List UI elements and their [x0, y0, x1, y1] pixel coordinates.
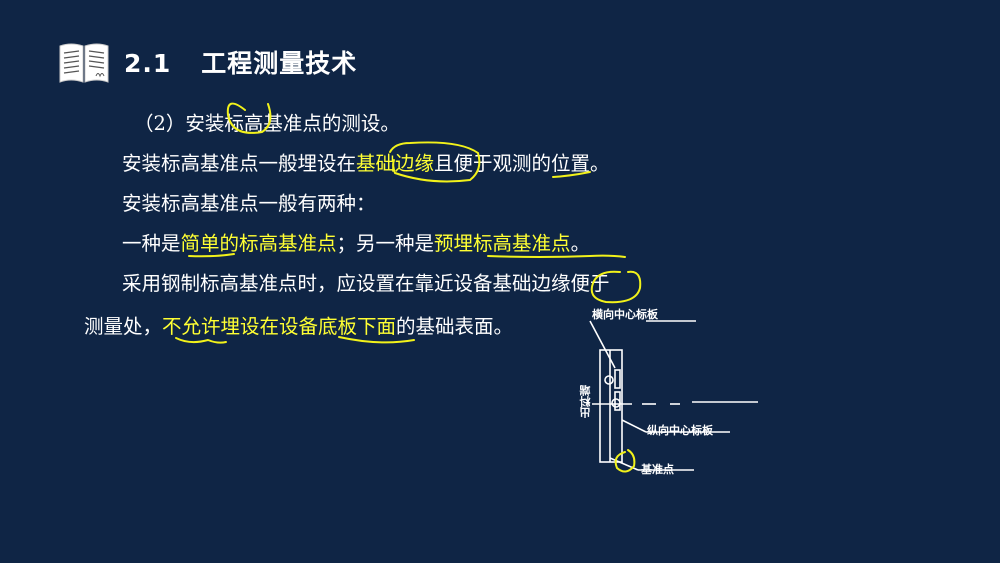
line2-text-a: 安装标高基准点一般埋设在 [122, 152, 357, 175]
section-title: 工程测量技术 [201, 49, 358, 78]
section-number: 2.1 [124, 49, 172, 78]
line4-text-a: 一种是 [122, 232, 181, 255]
line2-highlight: 基础边缘 [356, 152, 435, 175]
foundation-edge [599, 349, 623, 463]
line5-text: 采用钢制标高基准点时，应设置在靠近设备基础边缘便于 [122, 272, 610, 295]
line4-text-c: ；另一种是 [336, 232, 435, 255]
page-title: 2.1 工程测量技术 [124, 44, 357, 80]
label-benchmark: 基准点 [641, 463, 674, 476]
paragraph-line-2: 安装标高基准点一般埋设在基础边缘且便于观测的位置。 [122, 151, 610, 177]
label-horizontal-plate: 横向中心标板 [592, 308, 658, 321]
line4-text-e: 。 [570, 232, 591, 255]
benchmark-pointer [609, 457, 639, 471]
paragraph-line-5: 采用钢制标高基准点时，应设置在靠近设备基础边缘便于 [122, 271, 610, 297]
line6-text-a: 测量处， [84, 315, 163, 338]
label-vertical-plate: 纵向中心标板 [647, 424, 713, 437]
vertical-plate-pointer [621, 419, 647, 433]
paragraph-line-1: （2）安装标高基准点的测设。 [134, 111, 400, 137]
benchmark-diagram [589, 320, 758, 471]
paragraph-line-6: 测量处，不允许埋设在设备底板下面的基础表面。 [84, 314, 513, 340]
book-icon [59, 43, 109, 83]
line2-text-c: 且便于观测的位置。 [434, 152, 610, 175]
horizontal-plate-pointer [589, 320, 616, 369]
paragraph-line-3: 安装标高基准点一般有两种： [122, 191, 376, 217]
line6-highlight: 不允许埋设在设备底板下面 [162, 315, 397, 338]
line4-highlight-embedded: 预埋标高基准点 [434, 232, 571, 255]
paragraph-line-4: 一种是简单的标高基准点；另一种是预埋标高基准点。 [122, 231, 590, 257]
line1-text: （2）安装标高基准点的测设。 [134, 112, 400, 135]
line3-text: 安装标高基准点一般有两种： [122, 192, 376, 215]
line4-highlight-simple: 简单的标高基准点 [180, 232, 337, 255]
line6-text-c: 的基础表面。 [396, 315, 514, 338]
label-outlet-end: 出料端 [579, 385, 592, 418]
